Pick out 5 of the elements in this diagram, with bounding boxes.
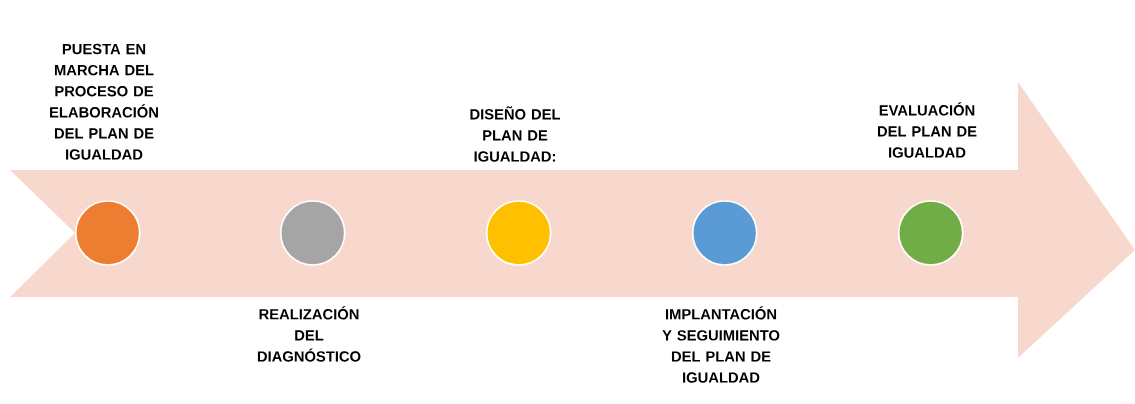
step-label: DISEÑO DEL PLAN DE IGUALDAD: xyxy=(470,106,561,162)
step-label: REALIZACIÓN DEL DIAGNÓSTICO xyxy=(257,306,361,362)
step-label: PUESTA EN MARCHA DEL PROCESO DE ELABORACIÓN DEL PLAN DE IGUALDAD xyxy=(50,43,158,160)
step-label: IMPLANTACIÓN Y SEGUIMIENTO DEL PLAN DE IGUALDAD xyxy=(662,306,780,383)
step-label: EVALUACIÓN DEL PLAN DE IGUALDAD xyxy=(878,102,977,158)
